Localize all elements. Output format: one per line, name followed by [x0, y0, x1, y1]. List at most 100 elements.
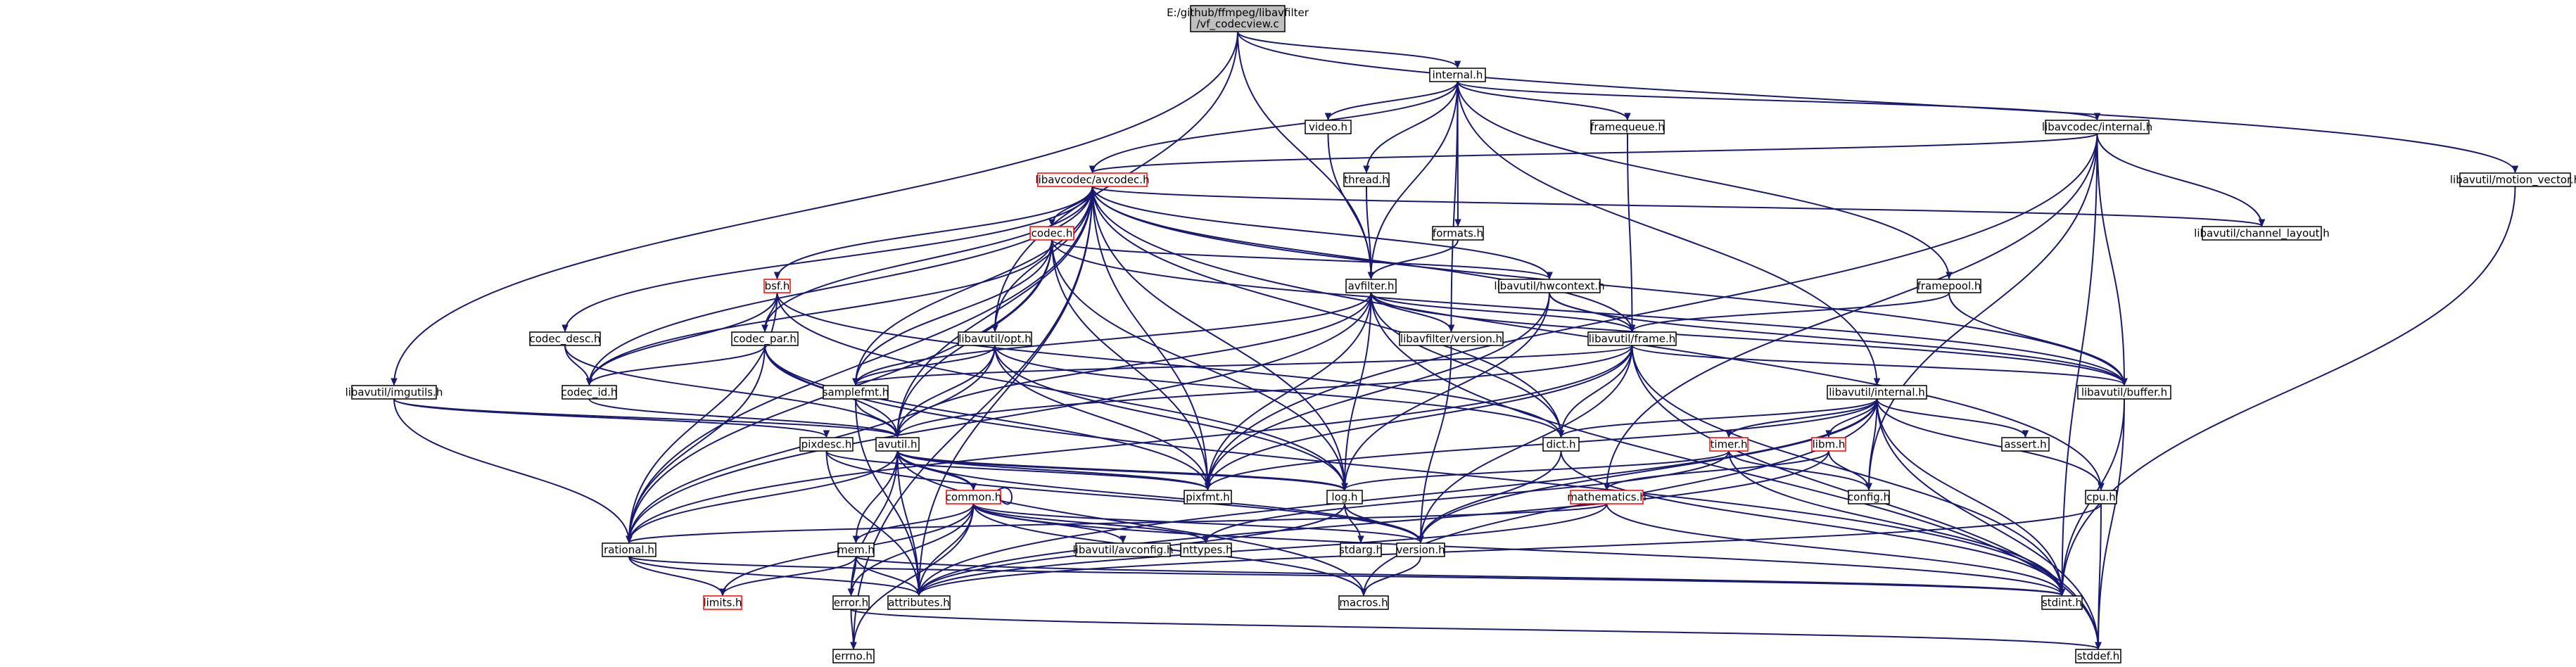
dependency-arrow: [855, 398, 901, 438]
node-label: assert.h: [2004, 438, 2046, 451]
dependency-arrow: [1417, 398, 1878, 544]
dependency-arrow: [850, 503, 975, 650]
dependency-arrow: [1457, 81, 1953, 280]
dependency-arrow: [1237, 31, 1461, 69]
inttypes-h-node[interactable]: inttypes.h: [1179, 542, 1233, 557]
node-label: stdarg.h: [1339, 544, 1383, 557]
error-h-node[interactable]: error.h: [832, 595, 870, 610]
dependency-arrow: [393, 398, 633, 544]
dependency-arrow: [1089, 133, 2098, 174]
timer-h-node[interactable]: timer.h: [1709, 437, 1749, 452]
node-label: config.h: [1848, 491, 1890, 504]
node-label: libavutil/motion_vector.h: [2450, 174, 2576, 187]
errno-h-node[interactable]: errno.h: [832, 649, 875, 663]
framequeue-h-node[interactable]: framequeue.h: [1590, 120, 1665, 134]
codec-h-node[interactable]: codec.h: [1029, 226, 1074, 241]
node-label: version.h: [1396, 544, 1445, 557]
stdint-h-node[interactable]: stdint.h: [2041, 595, 2083, 610]
thread-h-node[interactable]: thread.h: [1343, 172, 1390, 187]
node-label: framepool.h: [1917, 280, 1981, 293]
hwcontext-h-node[interactable]: libavutil/hwcontext.h: [1494, 279, 1605, 293]
common-h-node[interactable]: common.h: [946, 490, 1002, 504]
avf-version-h-node[interactable]: libavfilter/version.h: [1399, 331, 1504, 346]
mem-h-node[interactable]: mem.h: [837, 542, 875, 557]
dependency-arrow: [1457, 81, 1631, 121]
dependency-arrow: [626, 503, 1608, 544]
channel-layout-h-node[interactable]: libavutil/channel_layout.h: [2194, 226, 2330, 241]
node-label: internal.h: [1433, 69, 1483, 82]
node-label: libavcodec/internal.h: [2042, 121, 2152, 134]
codec-desc-h-node[interactable]: codec_desc.h: [529, 331, 601, 346]
dependency-arrow: [626, 345, 1633, 544]
motion-vector-h-node[interactable]: libavutil/motion_vector.h: [2450, 172, 2576, 187]
dependency-arrow: [1341, 450, 1730, 491]
dependency-arrow: [1089, 81, 1459, 174]
video-h-node[interactable]: video.h: [1305, 120, 1352, 134]
node-label: /vf_codecview.c: [1196, 18, 1279, 31]
node-label: libavutil/frame.h: [1589, 333, 1675, 345]
dependency-arrow: [847, 556, 857, 597]
avfilter-h-node[interactable]: avfilter.h: [1345, 279, 1397, 293]
node-label: libavutil/opt.h: [958, 333, 1032, 345]
lavc-internal-h-node[interactable]: libavcodec/internal.h: [2042, 120, 2152, 134]
node-label: errno.h: [835, 650, 873, 663]
log-h-node[interactable]: log.h: [1326, 490, 1363, 504]
node-label: codec.h: [1032, 227, 1073, 240]
node-label: libavutil/avconfig.h: [1073, 544, 1174, 557]
dependency-arrow: [1876, 398, 2102, 650]
pixfmt-h-node[interactable]: pixfmt.h: [1184, 490, 1232, 504]
limits-h-node[interactable]: limits.h: [703, 595, 742, 610]
imgutils-h-node[interactable]: libavutil/imgutils.h: [345, 385, 443, 400]
node-label: libavutil/internal.h: [1829, 386, 1925, 399]
version-h-node[interactable]: version.h: [1396, 542, 1445, 557]
node-label: libavutil/hwcontext.h: [1494, 280, 1604, 293]
dependency-arrow: [850, 609, 857, 650]
framepool-h-node[interactable]: framepool.h: [1917, 279, 1981, 293]
dict-h-node[interactable]: dict.h: [1542, 437, 1580, 452]
node-label: libavutil/channel_layout.h: [2194, 227, 2330, 241]
node-label: mem.h: [837, 544, 875, 557]
dependency-arrow: [1344, 503, 1424, 544]
codec-id-h-node[interactable]: codec_id.h: [561, 385, 618, 400]
stddef-h-node[interactable]: stddef.h: [2075, 649, 2121, 663]
avconfig-h-node[interactable]: libavutil/avconfig.h: [1073, 542, 1174, 557]
frame-h-node[interactable]: libavutil/frame.h: [1587, 331, 1677, 346]
root-node[interactable]: E:/github/ffmpeg/libavfilter/vf_codecvie…: [1167, 5, 1309, 32]
buffer-h-node[interactable]: libavutil/buffer.h: [2077, 385, 2171, 400]
dependency-arrow: [626, 345, 766, 544]
assert-h-node[interactable]: assert.h: [2001, 437, 2050, 452]
avcodec-h-node[interactable]: libavcodec/avcodec.h: [1035, 172, 1150, 187]
formats-h-node[interactable]: formats.h: [1432, 226, 1484, 241]
libm-h-node[interactable]: libm.h: [1811, 437, 1846, 452]
rational-h-node[interactable]: rational.h: [602, 542, 656, 557]
node-label: rational.h: [604, 544, 654, 557]
node-label: mathematics.h: [1567, 491, 1647, 504]
dependency-arrow: [1370, 292, 1455, 333]
samplefmt-h-node[interactable]: samplefmt.h: [823, 385, 889, 400]
dependency-arrow: [1876, 398, 2029, 438]
codec-par-h-node[interactable]: codec_par.h: [731, 331, 799, 346]
stdarg-h-node[interactable]: stdarg.h: [1339, 542, 1383, 557]
config-h-node[interactable]: config.h: [1848, 490, 1890, 504]
dependency-arrow: [1457, 81, 1881, 386]
dependency-arrow: [1631, 345, 2128, 386]
dependency-arrow: [2096, 133, 2266, 227]
dependency-arrow: [1828, 450, 1872, 491]
mathematics-h-node[interactable]: mathematics.h: [1567, 490, 1647, 504]
node-label: error.h: [834, 597, 868, 609]
pixdesc-h-node[interactable]: pixdesc.h: [799, 437, 854, 452]
avutil-h-node[interactable]: avutil.h: [875, 437, 920, 452]
dependency-arrow: [1603, 450, 1829, 491]
node-label: framequeue.h: [1590, 121, 1665, 134]
node-label: pixdesc.h: [801, 438, 852, 451]
opt-h-node[interactable]: libavutil/opt.h: [958, 331, 1032, 346]
attributes-h-node[interactable]: attributes.h: [887, 595, 951, 610]
dependency-arrow: [1627, 133, 1636, 333]
lavu-internal-h-node[interactable]: libavutil/internal.h: [1827, 385, 1927, 400]
dependency-arrow: [1557, 398, 1878, 438]
cpu-h-node[interactable]: cpu.h: [2085, 490, 2117, 504]
dependency-arrow: [773, 186, 1093, 280]
macros-h-node[interactable]: macros.h: [1338, 595, 1389, 610]
bsf-h-node[interactable]: bsf.h: [763, 279, 791, 293]
internal-h-node[interactable]: internal.h: [1429, 68, 1486, 82]
